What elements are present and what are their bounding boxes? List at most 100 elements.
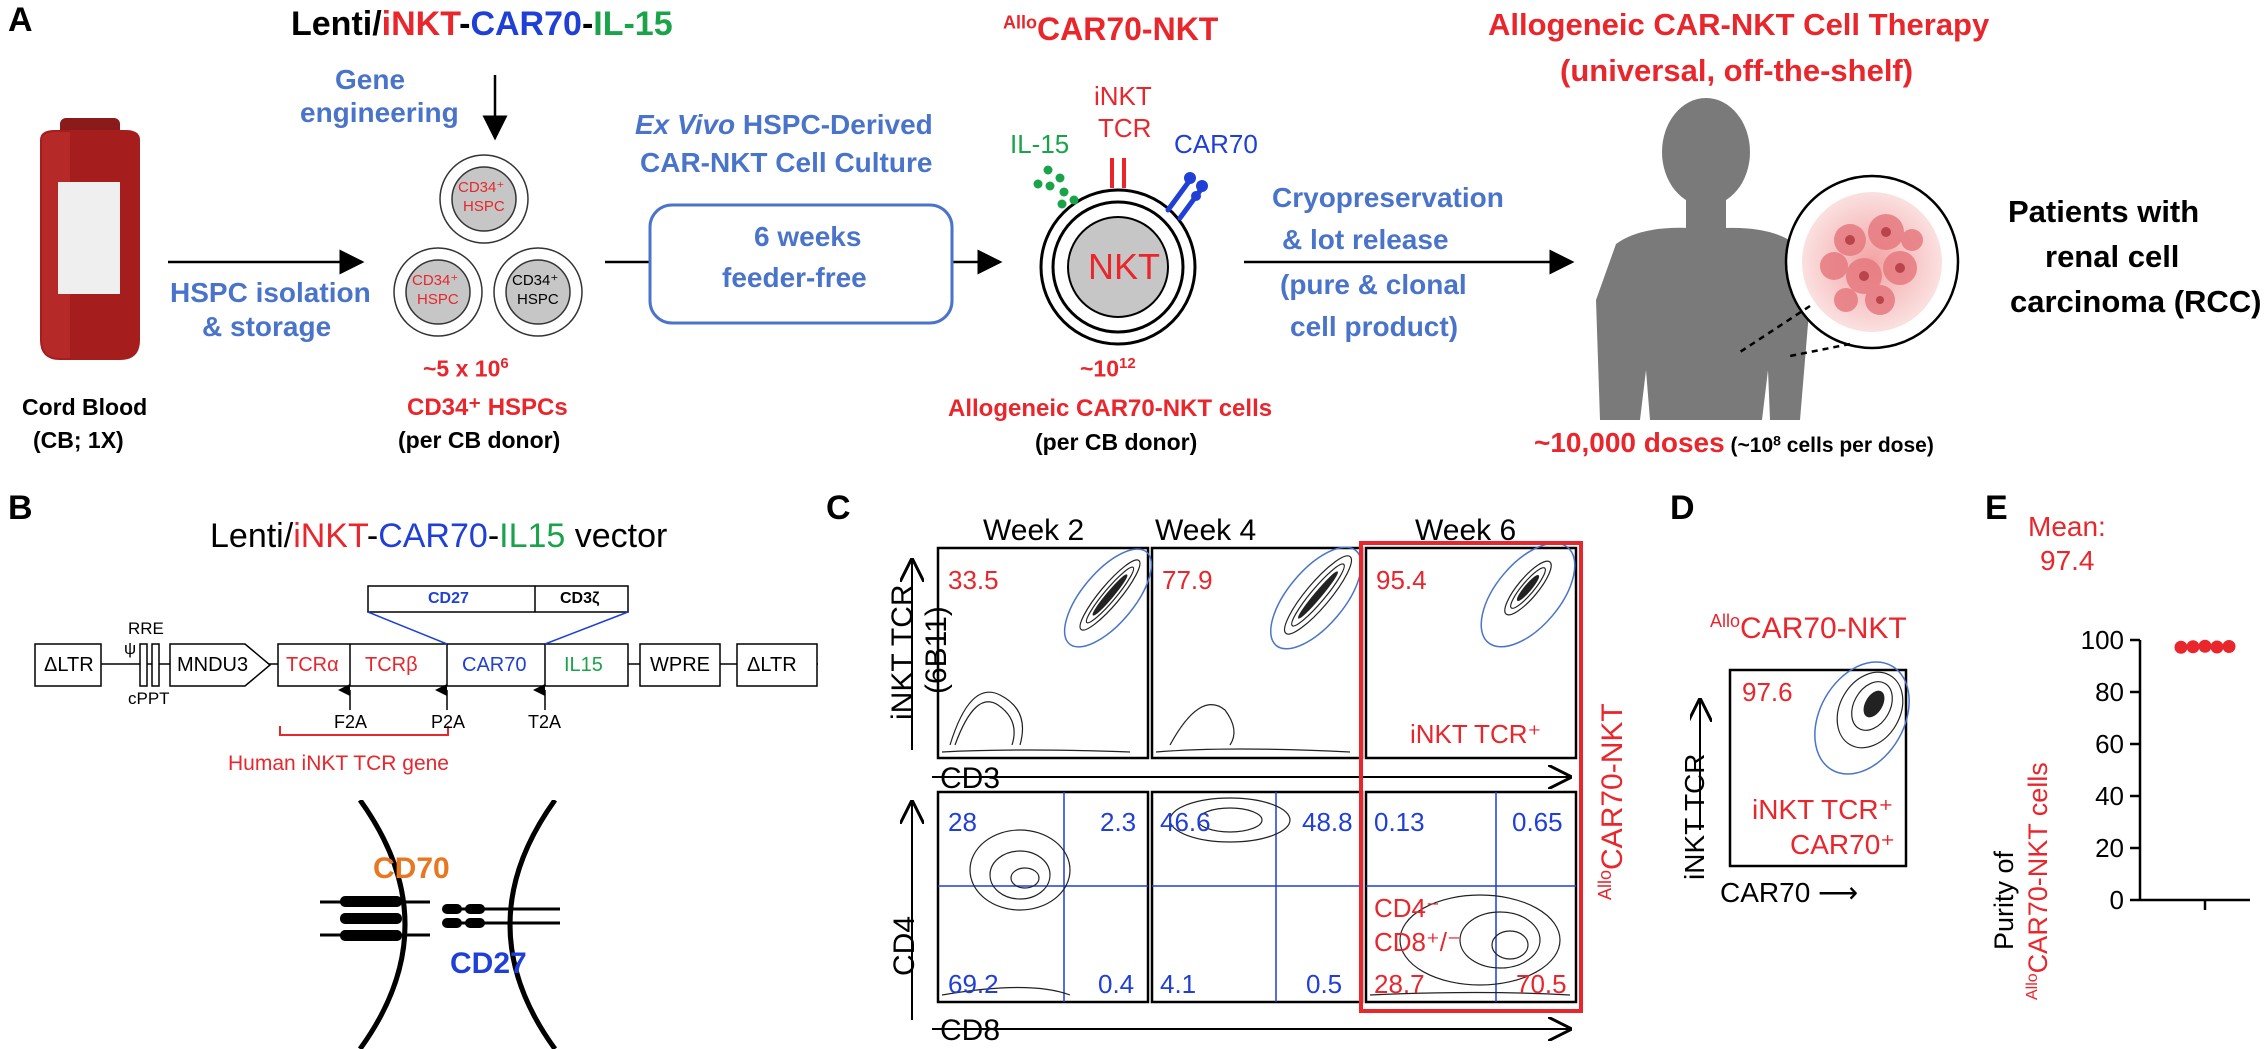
- rre-label: RRE: [128, 619, 164, 638]
- y-axis-top-line2: (6B11): [920, 606, 953, 694]
- culture-box-line1: 6 weeks: [754, 221, 862, 252]
- construct-il15: IL-15: [593, 5, 673, 43]
- segment-wpre: WPRE: [650, 654, 710, 676]
- panel-a-graphics: [40, 75, 1960, 420]
- product-title-sup: Allo: [1003, 12, 1037, 33]
- nkt-count-exp: 12: [1119, 355, 1136, 372]
- q-week6-ur: 0.65: [1512, 807, 1563, 837]
- gene-engineering-line2: engineering: [300, 97, 459, 128]
- construct-title: Lenti/iNKT-CAR70-IL-15: [291, 5, 673, 43]
- hspc-left-label-1: CD34⁺: [412, 272, 459, 289]
- y-tick-label-0: 0: [2110, 885, 2124, 915]
- patients-line1: Patients with: [2008, 194, 2200, 229]
- x-axis-top-label: CD3: [940, 762, 1001, 795]
- top-value-week6: 95.4: [1376, 565, 1427, 595]
- nkt-count-base: ~10: [1080, 355, 1120, 382]
- car70-label: CAR70: [1174, 129, 1258, 159]
- panel-d-title-text: CAR70-NKT: [1740, 612, 1907, 645]
- cryo-line3: (pure & clonal: [1280, 269, 1467, 300]
- flow-plots: [880, 541, 1583, 1049]
- panel-d-plot: [1690, 661, 1910, 868]
- hspc-right-label-2: HSPC: [517, 291, 559, 308]
- panel-d-gate-line1: iNKT TCR⁺: [1752, 794, 1894, 825]
- vector-title-sep1: -: [366, 517, 379, 555]
- week6-highlight-box: [1359, 541, 1583, 1013]
- contour-week4: [1155, 555, 1353, 753]
- panel-c-side-sup: Allo: [1595, 869, 1615, 900]
- patients-line3: carcinoma (RCC): [2010, 284, 2262, 319]
- hspc-right-label-1: CD34⁺: [512, 272, 559, 289]
- segment-tcra: TCRα: [286, 654, 339, 676]
- vector-title-inkt: iNKT: [293, 517, 367, 555]
- cd70-label: CD70: [373, 852, 450, 885]
- hspc-isolation-line2: & storage: [202, 311, 332, 342]
- doses-label: ~10,000 doses (~108 cells per dose): [1534, 427, 1934, 459]
- hspc-left-label-2: HSPC: [417, 291, 459, 308]
- hspc-cell-right: [493, 247, 583, 337]
- panel-e-y-sup: Allo: [2024, 973, 2041, 1000]
- dose-detail-prefix: (~10: [1724, 434, 1774, 457]
- tcr-gene-label: Human iNKT TCR gene: [228, 752, 449, 775]
- segment-tcrb: TCRβ: [365, 654, 418, 676]
- hspc-top-label-1: CD34⁺: [458, 179, 505, 196]
- q-week4-ur: 48.8: [1302, 807, 1353, 837]
- hspc-name: CD34⁺ HSPCs: [407, 394, 568, 421]
- contour-week6: [1504, 560, 1552, 616]
- vector-title: Lenti/iNKT-CAR70-IL15 vector: [210, 517, 668, 555]
- construct-car70: CAR70: [470, 5, 582, 43]
- nkt-per-donor: (per CB donor): [1035, 429, 1198, 455]
- t2a-label: T2A: [528, 712, 562, 732]
- hspc-cell-left: [393, 247, 483, 337]
- segment-il15: IL15: [564, 654, 603, 676]
- therapy-title-line1: Allogeneic CAR-NKT Cell Therapy: [1488, 7, 1990, 42]
- construct-prefix: Lenti/: [291, 5, 382, 43]
- culture-title-italic: Ex Vivo: [635, 109, 736, 140]
- hspc-cell-top: [439, 154, 529, 244]
- y-tick-label-40: 40: [2095, 781, 2124, 811]
- vector-map: [34, 585, 818, 736]
- panel-e-y-rest: CAR70-NKT cells: [2023, 762, 2053, 974]
- patient-silhouette-icon: [1596, 98, 1810, 420]
- cord-blood-sublabel: (CB; 1X): [33, 427, 124, 453]
- dose-detail-suffix: cells per dose): [1780, 434, 1934, 457]
- y-tick-label-20: 20: [2095, 833, 2124, 863]
- y-tick-label-60: 60: [2095, 729, 2124, 759]
- construct-inkt: iNKT: [381, 5, 460, 43]
- culture-box: [648, 203, 954, 325]
- p2a-label: P2A: [431, 712, 466, 732]
- gene-engineering-line1: Gene: [335, 64, 406, 95]
- culture-box-line2: feeder-free: [722, 262, 867, 293]
- y-axis-bottom-label: CD4: [888, 915, 921, 976]
- segment-car70: CAR70: [462, 654, 527, 676]
- vector-title-il15: IL15: [499, 517, 566, 555]
- q-week6-ul: 0.13: [1374, 807, 1425, 837]
- x-axis-bottom-label: CD8: [940, 1014, 1001, 1047]
- vector-title-suffix: vector: [565, 517, 668, 555]
- hspc-count: ~5 x 106: [423, 355, 509, 382]
- q-week2-ul: 28: [948, 807, 977, 837]
- vector-title-car70: CAR70: [378, 517, 488, 555]
- bottom-gate-line2: CD8⁺/⁻: [1374, 927, 1461, 957]
- x-arrow-icon: ⟶: [1818, 877, 1859, 908]
- culture-title-line2: CAR-NKT Cell Culture: [640, 147, 933, 178]
- inkt-tcr-label-2: TCR: [1098, 113, 1152, 143]
- q-week6-lr: 70.5: [1516, 969, 1567, 999]
- panel-c-side-text: CAR70-NKT: [1596, 703, 1629, 870]
- product-title-name: CAR70-NKT: [1037, 11, 1219, 47]
- hspc-count-exp: 6: [500, 355, 509, 372]
- panel-d-gate-line2: CAR70⁺: [1790, 829, 1896, 860]
- q-week2-lr: 0.4: [1098, 969, 1135, 999]
- panel-d-title: AlloCAR70-NKT: [1710, 611, 1907, 645]
- hspc-per-donor: (per CB donor): [398, 427, 561, 453]
- panel-d-title-sup: Allo: [1710, 611, 1741, 631]
- cd70-cd27-interaction: [320, 800, 560, 1049]
- panel-e-y-label-2: AlloCAR70-NKT cells: [2023, 762, 2054, 1000]
- q-week4-lr: 0.5: [1306, 969, 1343, 999]
- top-value-week4: 77.9: [1162, 565, 1213, 595]
- q-week4-ul: 46.6: [1160, 807, 1211, 837]
- cryo-line2: & lot release: [1282, 224, 1449, 255]
- cd27-label: CD27: [450, 947, 527, 980]
- il15-label: IL-15: [1010, 129, 1070, 159]
- panel-d-x-text: CAR70: [1720, 877, 1811, 908]
